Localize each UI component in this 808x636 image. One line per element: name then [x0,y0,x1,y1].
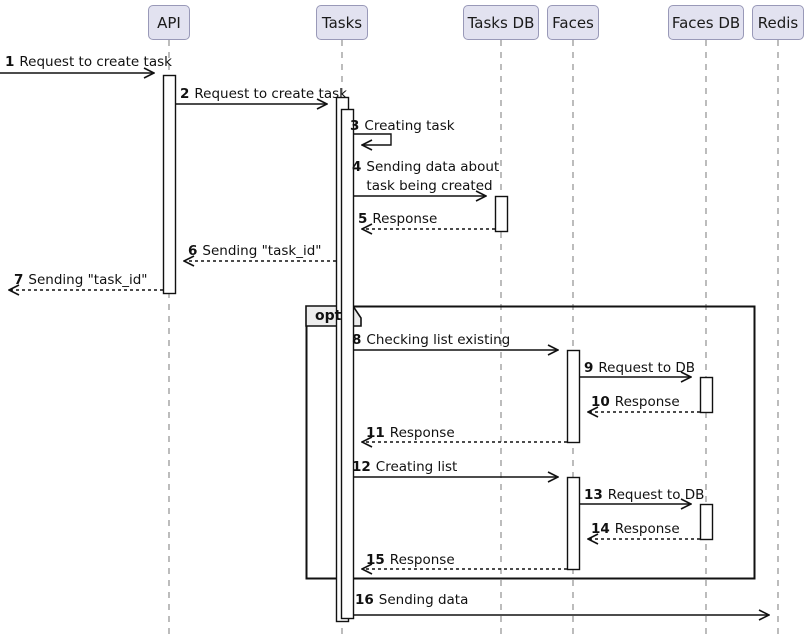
participant-label: API [157,13,181,32]
message-sequence-number: 14 [591,521,610,537]
message-sequence-number: 3 [350,118,360,134]
activation-bar-tasksdb [494,195,509,233]
participant-api[interactable]: API [148,5,190,40]
activation-bar-faces [566,476,581,571]
fragment-border-opt [305,305,756,580]
message-sequence-number: 1 [5,54,15,70]
message-text: Response [389,425,455,441]
message-text-line: Sending data about [366,159,500,175]
message-sequence-number: 4 [352,159,362,175]
message-sequence-number: 9 [584,360,594,376]
fragment-operator-label: opt [315,308,342,324]
message-sequence-number: 6 [188,243,198,259]
participant-label: Faces [552,13,594,32]
message-text: Request to DB [607,487,705,503]
message-sequence-number: 5 [358,211,368,227]
message-text: Request to create task [194,86,347,102]
message-text: Creating list [375,459,458,475]
participant-label: Tasks [321,13,363,32]
activation-bar-tasks [340,108,355,620]
participant-tasksdb[interactable]: Tasks DB [463,5,539,40]
message-sequence-number: 15 [366,552,385,568]
message-sequence-number: 13 [584,487,603,503]
message-text: Creating task [364,118,455,134]
message-text: Response [614,521,680,537]
message-3 [353,133,392,145]
message-sequence-number: 11 [366,425,385,441]
activation-bar-facesdb [699,376,714,414]
activation-bar-facesdb [699,503,714,541]
message-text: Response [389,552,455,568]
message-text: Sending data [378,592,469,608]
messages-group [0,73,769,615]
message-sequence-number: 12 [352,459,371,475]
participant-redis[interactable]: Redis [752,5,804,40]
message-sequence-number: 7 [14,272,24,288]
message-text: Checking list existing [366,332,511,348]
message-sequence-number: 2 [180,86,190,102]
message-text: Response [614,394,680,410]
activation-bar-api [162,74,177,295]
message-text: Response [372,211,438,227]
message-text: Sending data about task being created [366,158,499,196]
activations-group [162,74,714,623]
activation-bar-faces [566,349,581,444]
message-text: Request to DB [598,360,696,376]
participant-label: Redis [757,13,799,32]
participant-label: Tasks DB [467,13,535,32]
message-sequence-number: 8 [352,332,362,348]
message-sequence-number: 16 [355,592,374,608]
message-text: Sending "task_id" [28,272,148,288]
participant-faces[interactable]: Faces [547,5,599,40]
participant-facesdb[interactable]: Faces DB [668,5,744,40]
message-text-line: task being created [366,178,493,194]
message-text: Sending "task_id" [202,243,322,259]
participant-label: Faces DB [671,13,741,32]
participant-tasks[interactable]: Tasks [316,5,368,40]
message-sequence-number: 10 [591,394,610,410]
message-text: Request to create task [19,54,172,70]
